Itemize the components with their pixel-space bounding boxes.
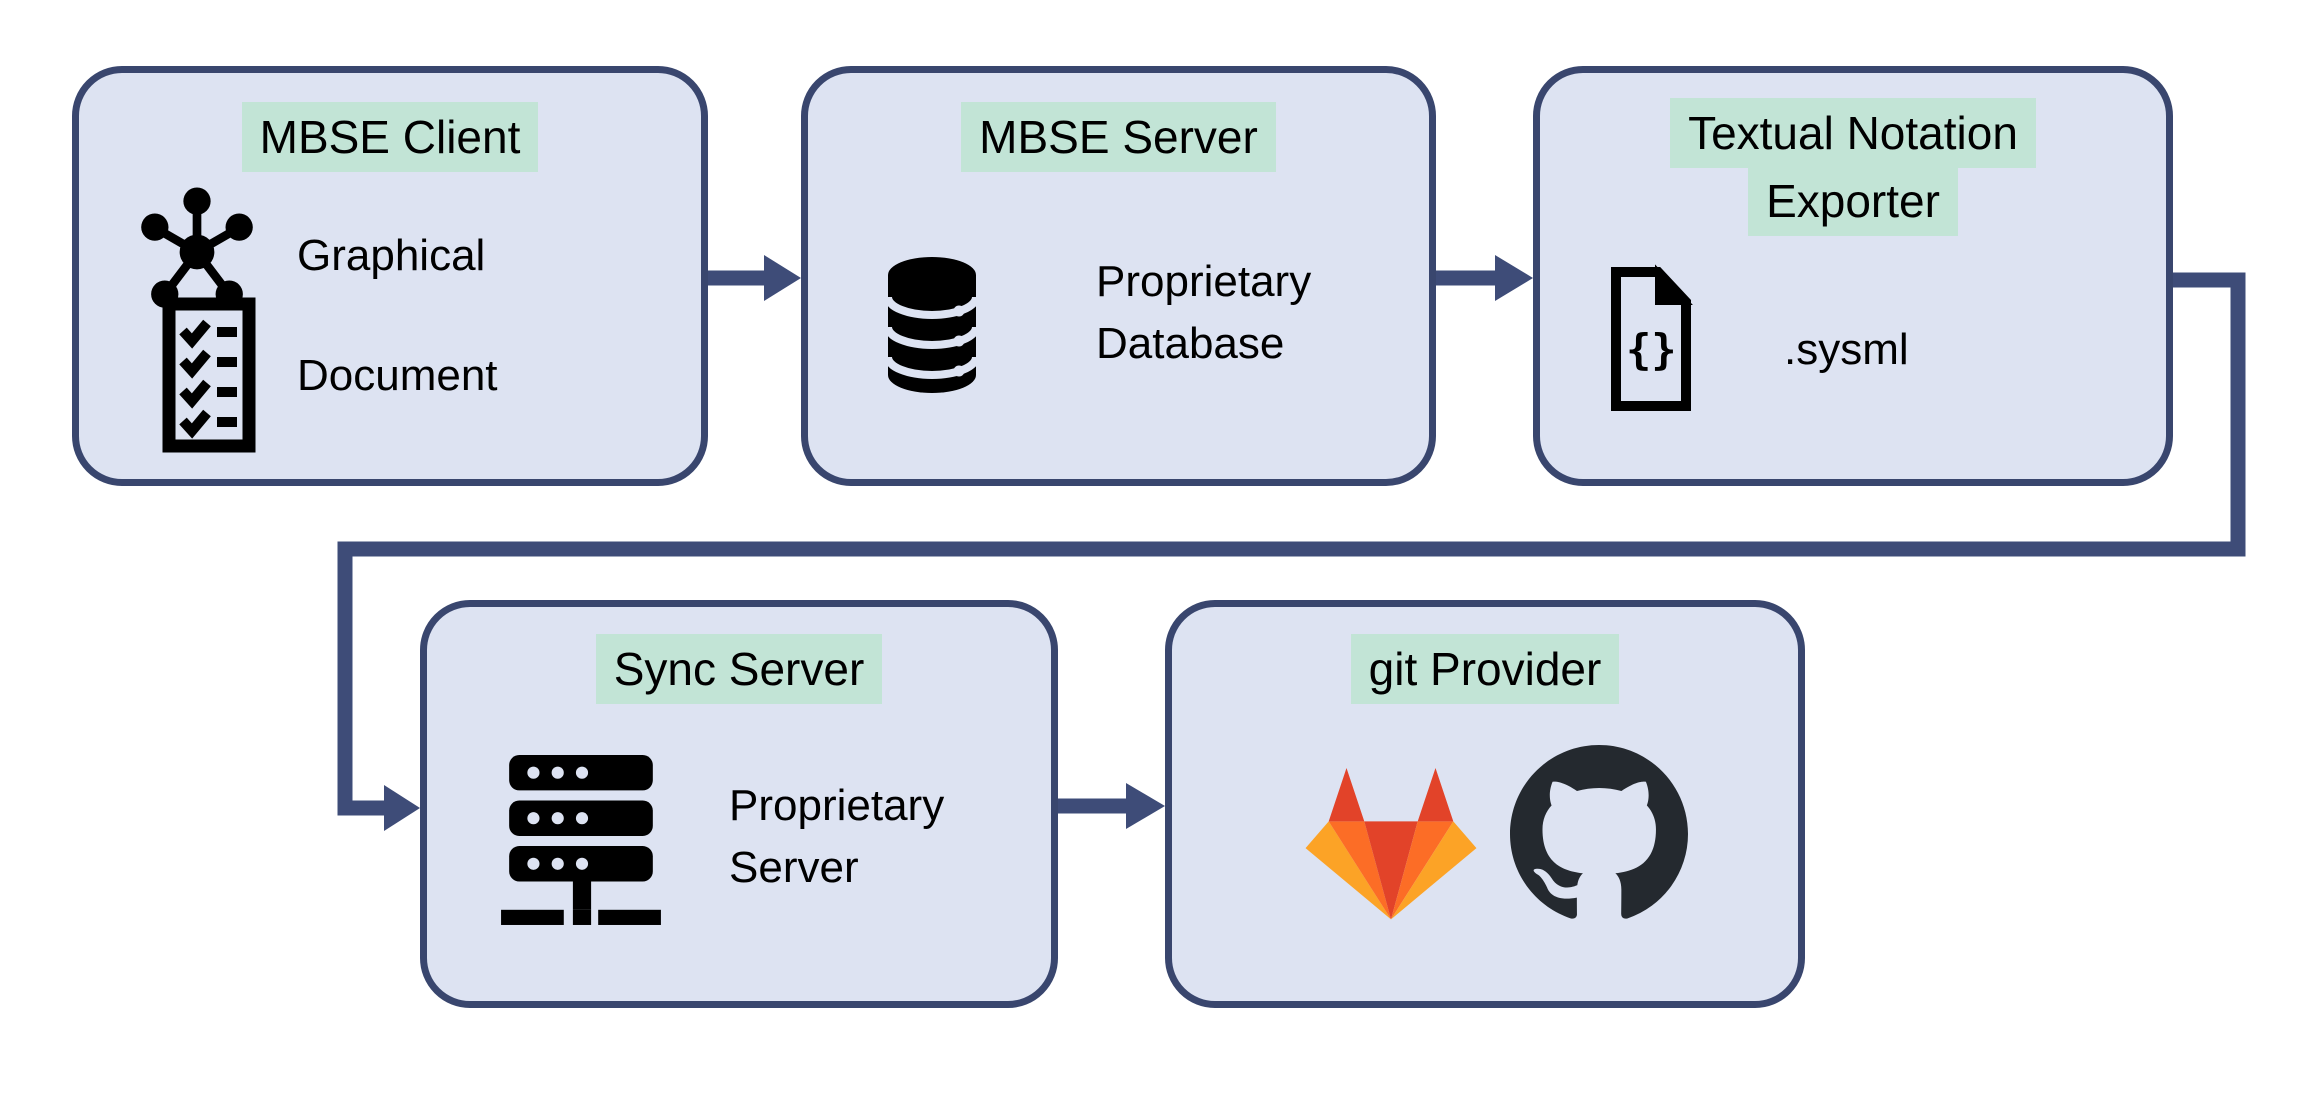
server-rack-icon: [501, 755, 663, 932]
arrow-exporter-to-sync-server: [337, 272, 2246, 831]
node-mbse-client: MBSE Client: [72, 66, 708, 486]
node-title: Sync Server: [427, 634, 1051, 704]
client-mode-label: Document: [297, 351, 498, 400]
title-highlight: git Provider: [1350, 634, 1620, 704]
node-title: git Provider: [1172, 634, 1798, 704]
svg-text:{}: {}: [1626, 325, 1677, 374]
gitlab-logo: [1302, 759, 1480, 928]
export-format-label: .sysml: [1784, 325, 1909, 374]
node-sync-server: Sync Server Proprieta: [420, 600, 1058, 1008]
node-title: MBSE Server: [808, 102, 1429, 172]
node-git-provider: git Provider: [1165, 600, 1805, 1008]
arrow-client-to-server: [706, 255, 801, 301]
github-logo: [1510, 745, 1688, 928]
arrow-sync-server-to-git-provider: [1056, 783, 1165, 829]
title-highlight: Exporter: [1748, 166, 1958, 237]
title-highlight: MBSE Client: [241, 102, 539, 172]
title-highlight: Textual Notation: [1670, 98, 2036, 168]
node-title: MBSE Client: [79, 102, 701, 172]
node-title: Textual Notation Exporter: [1540, 98, 2166, 237]
server-storage-label: Proprietary Database: [1096, 257, 1312, 368]
sync-backend-label: Proprietary Server: [729, 781, 945, 892]
title-highlight: MBSE Server: [961, 102, 1276, 172]
code-file-icon: {}: [1606, 263, 1696, 420]
title-highlight: Sync Server: [595, 634, 883, 704]
node-mbse-server: MBSE Server Proprietary Database: [801, 66, 1436, 486]
node-textual-notation-exporter: Textual Notation Exporter {} .sysml: [1533, 66, 2173, 486]
client-mode-label: Graphical: [297, 231, 486, 280]
checklist-document-icon: [161, 295, 257, 460]
arrow-server-to-exporter: [1434, 255, 1533, 301]
database-icon: [880, 249, 984, 406]
